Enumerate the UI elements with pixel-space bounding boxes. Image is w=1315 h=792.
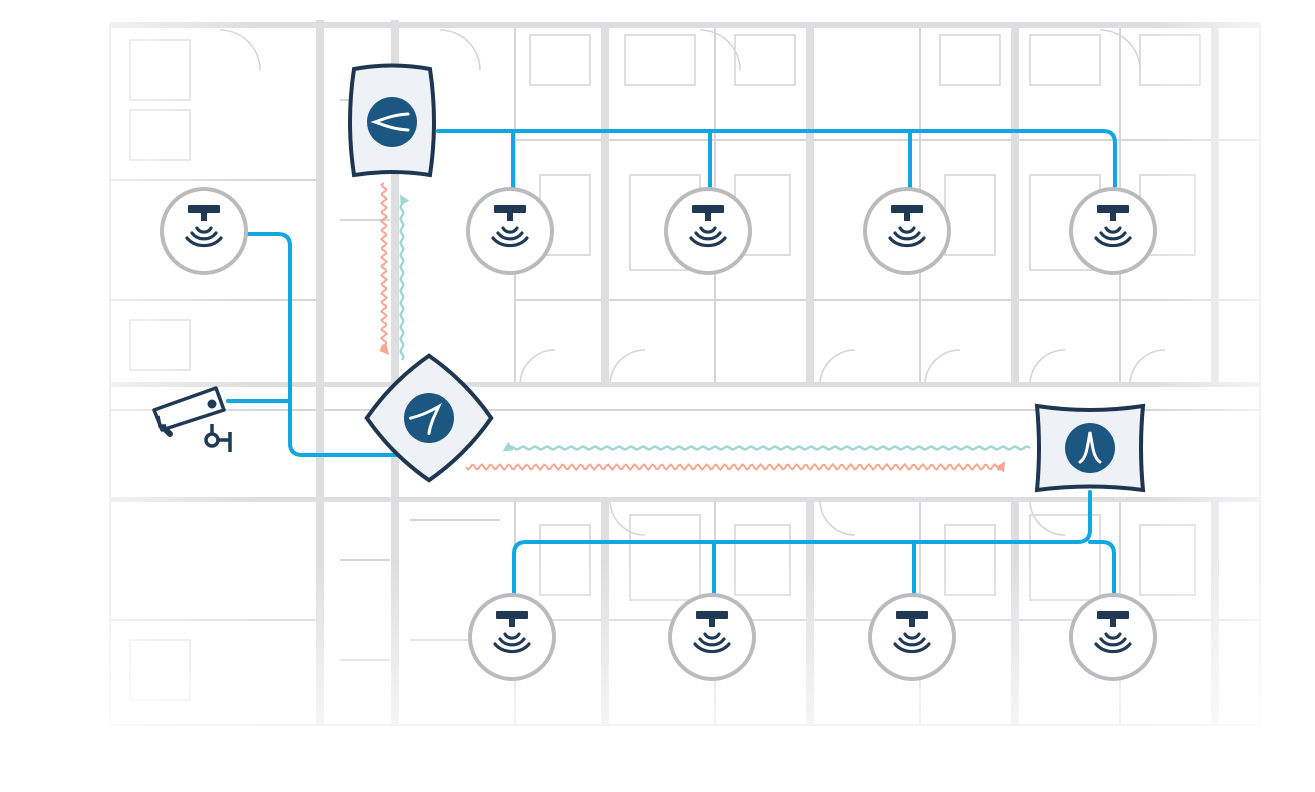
sensor-bottom-1[interactable] (468, 593, 556, 681)
sensor-left[interactable] (160, 187, 248, 275)
uplink-signal-top-to-center (378, 182, 390, 356)
cable-top-bus (436, 129, 1117, 189)
cable-bottom-bus (512, 490, 1092, 594)
sensor-top-2[interactable] (664, 187, 752, 275)
cable-left-sensor (246, 232, 400, 457)
sensor-top-1[interactable] (466, 187, 554, 275)
sensor-top-4[interactable] (1069, 187, 1157, 275)
sensor-bottom-3[interactable] (868, 593, 956, 681)
sensor-bottom-2[interactable] (668, 593, 756, 681)
wired-connections (226, 129, 1117, 594)
signal-peak-upright-icon (1078, 431, 1102, 464)
security-camera-icon[interactable] (152, 386, 232, 452)
gateway-top[interactable] (348, 63, 436, 178)
sensor-top-3[interactable] (863, 187, 951, 275)
sensor-layer (160, 187, 1157, 681)
signal-peak-diagonal-icon (409, 402, 442, 436)
downlink-signal-right-to-center (502, 441, 1031, 452)
uplink-signal-center-to-right (465, 461, 1006, 473)
gateway-center[interactable] (361, 350, 497, 486)
sensor-bottom-4[interactable] (1069, 593, 1157, 681)
downlink-signal-center-to-top (399, 194, 410, 361)
gateway-right[interactable] (1034, 403, 1146, 493)
cable-drop-bottom-4 (1088, 540, 1116, 594)
wireless-signals (378, 182, 1031, 473)
signal-peak-sideways-icon (370, 112, 410, 132)
